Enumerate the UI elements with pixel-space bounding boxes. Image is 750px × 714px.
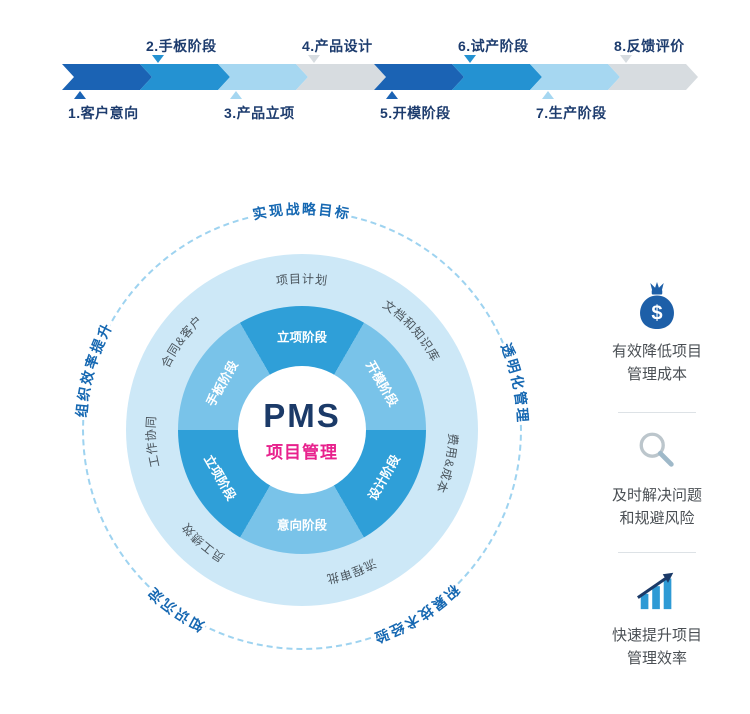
- benefit-risk: 及时解决问题 和规避风险: [592, 424, 722, 530]
- stage-label-6: 6.试产阶段: [458, 38, 529, 54]
- stage-label-7: 7.生产阶段: [536, 105, 607, 121]
- process-segment-3: [218, 64, 308, 90]
- stage-pointer-icon: [542, 91, 554, 99]
- benefits-divider: [618, 552, 696, 553]
- process-segment-2: [140, 64, 230, 90]
- wedge-label-4: 意向阶段: [276, 518, 328, 533]
- stage-pointer-icon: [464, 55, 476, 63]
- benefit-cost: $ 有效降低项目 管理成本: [592, 280, 722, 386]
- money-bag-icon: $: [592, 280, 722, 332]
- stage-pointer-icon: [152, 55, 164, 63]
- stage-pointer-icon: [74, 91, 86, 99]
- magnifier-icon: [592, 424, 722, 476]
- process-segment-5: [374, 64, 464, 90]
- stage-pointer-icon: [308, 55, 320, 63]
- benefit-text-line2: 管理效率: [626, 650, 687, 667]
- stage-pointer-icon: [230, 91, 242, 99]
- benefit-text-line1: 有效降低项目: [611, 343, 702, 360]
- process-segment-7: [530, 64, 620, 90]
- stage-label-2: 2.手板阶段: [146, 38, 217, 54]
- stage-label-8: 8.反馈评价: [614, 38, 685, 54]
- stage-label-4: 4.产品设计: [302, 38, 373, 54]
- process-segment-4: [296, 64, 386, 90]
- benefit-text-line1: 及时解决问题: [611, 487, 702, 504]
- stage-label-5: 5.开模阶段: [380, 105, 451, 121]
- process-segment-1: [62, 64, 152, 90]
- benefit-efficiency: 快速提升项目 管理效率: [592, 564, 722, 670]
- benefit-text-line2: 管理成本: [626, 366, 687, 383]
- diagram-center: PMS 项目管理: [238, 366, 366, 494]
- stage-pointer-icon: [386, 91, 398, 99]
- dollar-symbol: $: [651, 302, 662, 324]
- wedge-label-1: 立项阶段: [276, 330, 328, 345]
- process-segment-8: [608, 64, 698, 90]
- process-segment-6: [452, 64, 542, 90]
- stage-label-1: 1.客户意向: [68, 105, 139, 121]
- benefit-text-line1: 快速提升项目: [611, 627, 702, 644]
- stage-pointer-icon: [620, 55, 632, 63]
- benefits-divider: [618, 412, 696, 413]
- benefit-text-line2: 和规避风险: [619, 510, 695, 527]
- pms-subtitle: 项目管理: [266, 443, 338, 462]
- bar-chart-icon: [592, 564, 722, 616]
- stage-label-3: 3.产品立项: [224, 105, 295, 121]
- pms-title: PMS: [263, 397, 341, 434]
- outer-dashed-circle: [82, 210, 522, 650]
